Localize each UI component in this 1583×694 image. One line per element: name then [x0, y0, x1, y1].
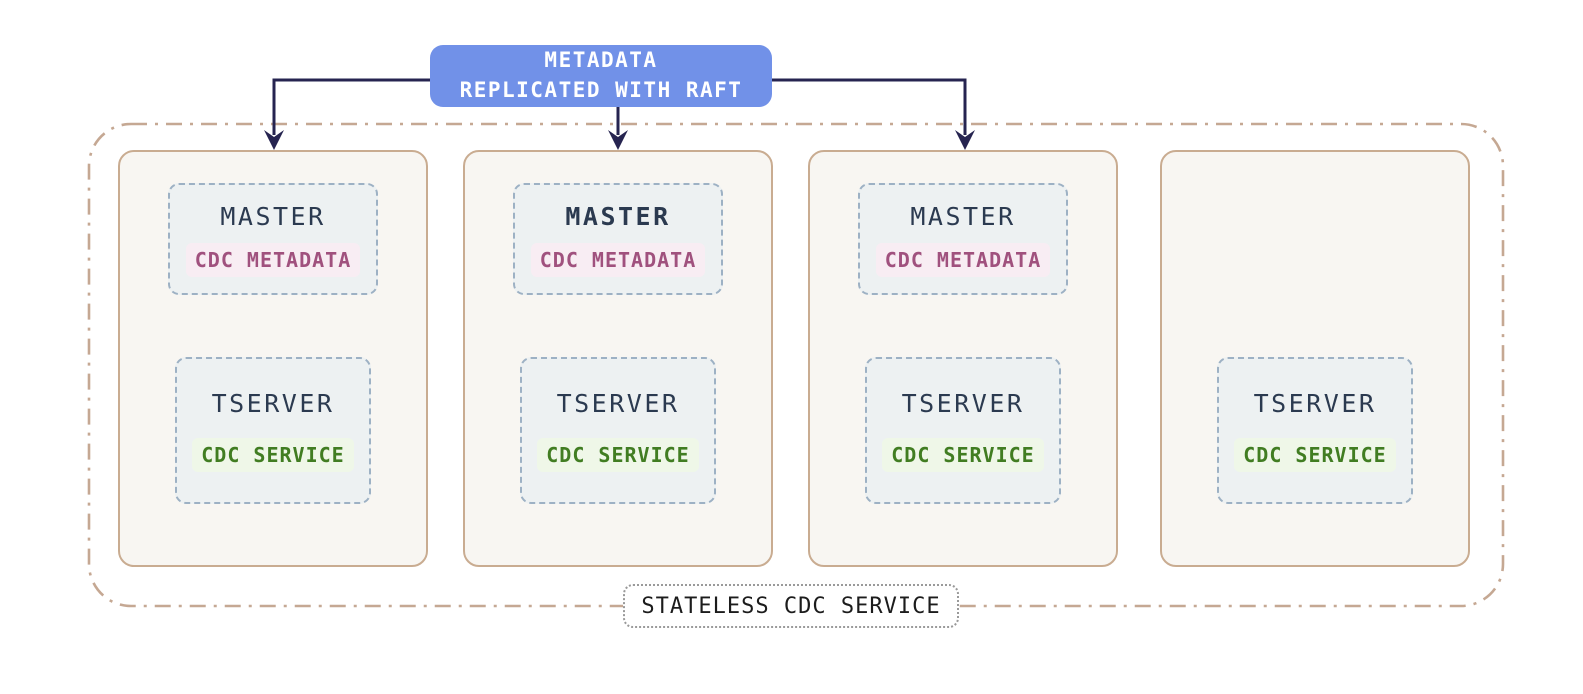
cdc-service-badge: CDC SERVICE	[192, 438, 354, 472]
master-label: MASTER	[565, 201, 671, 231]
db-node-3: MASTER CDC METADATA TSERVER CDC SERVICE	[808, 150, 1118, 567]
cdc-metadata-badge: CDC METADATA	[530, 242, 706, 277]
arrowhead-right-icon	[955, 130, 975, 150]
master-label: MASTER	[220, 201, 326, 231]
tserver-box: TSERVER CDC SERVICE	[520, 357, 716, 504]
cdc-service-badge: CDC SERVICE	[537, 438, 699, 472]
tserver-box: TSERVER CDC SERVICE	[865, 357, 1061, 504]
tserver-label: TSERVER	[211, 389, 335, 418]
tserver-label: TSERVER	[1253, 389, 1377, 418]
cdc-service-badge: CDC SERVICE	[1234, 438, 1396, 472]
master-box: MASTER CDC METADATA	[858, 183, 1068, 295]
raft-replication-banner: METADATA REPLICATED WITH RAFT	[430, 45, 772, 107]
stateless-cdc-service-label: STATELESS CDC SERVICE	[623, 584, 959, 628]
db-node-4: TSERVER CDC SERVICE	[1160, 150, 1470, 567]
master-box: MASTER CDC METADATA	[168, 183, 378, 295]
banner-line1: METADATA	[544, 48, 658, 73]
master-label: MASTER	[910, 201, 1016, 231]
metadata-arrow-left	[272, 78, 430, 135]
tserver-box: TSERVER CDC SERVICE	[1217, 357, 1413, 504]
banner-line2: REPLICATED WITH RAFT	[459, 78, 743, 102]
tserver-label: TSERVER	[556, 389, 680, 418]
master-box: MASTER CDC METADATA	[513, 183, 723, 295]
metadata-arrow-right	[772, 78, 967, 135]
arrowhead-left-icon	[264, 130, 284, 150]
tserver-box: TSERVER CDC SERVICE	[175, 357, 371, 504]
db-node-1: MASTER CDC METADATA TSERVER CDC SERVICE	[118, 150, 428, 567]
cdc-metadata-badge: CDC METADATA	[875, 242, 1051, 277]
db-node-2: MASTER CDC METADATA TSERVER CDC SERVICE	[463, 150, 773, 567]
cdc-service-badge: CDC SERVICE	[882, 438, 1044, 472]
arrowhead-middle-icon	[608, 130, 628, 150]
cdc-metadata-badge: CDC METADATA	[185, 242, 361, 277]
cluster-label-text: STATELESS CDC SERVICE	[641, 593, 941, 619]
tserver-label: TSERVER	[901, 389, 1025, 418]
